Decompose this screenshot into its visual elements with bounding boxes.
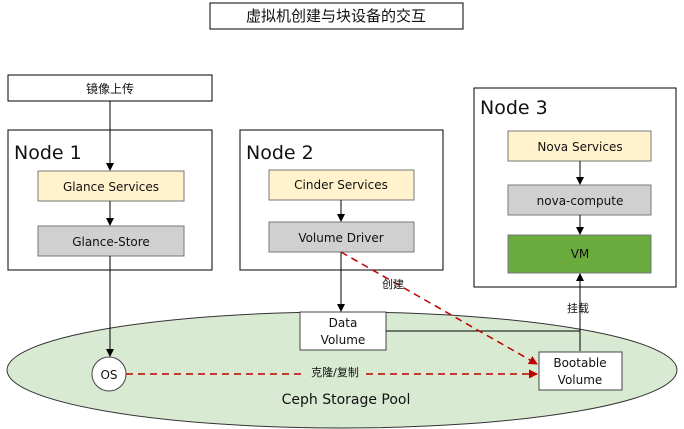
bootable-volume-box bbox=[538, 351, 623, 391]
glance-store-box bbox=[37, 225, 185, 257]
cinder-services-label: Cinder Services bbox=[294, 178, 388, 192]
cinder-services-box bbox=[268, 169, 415, 201]
data-volume-label-line1: Data bbox=[329, 316, 358, 330]
glance-services-label: Glance Services bbox=[63, 180, 159, 194]
create-label: 创建 bbox=[382, 277, 404, 291]
node1-title: Node 1 bbox=[14, 142, 82, 164]
os-label: OS bbox=[100, 368, 117, 382]
node3-title: Node 3 bbox=[480, 97, 548, 119]
volume-driver-box bbox=[268, 221, 415, 253]
arrow-create-dashed bbox=[340, 251, 538, 365]
image-upload-box bbox=[7, 74, 213, 102]
bootable-volume-label-line1: Bootable bbox=[553, 356, 606, 370]
nova-services-box bbox=[507, 130, 652, 162]
vm-label: VM bbox=[571, 247, 590, 261]
bootable-volume-label-line2: Volume bbox=[558, 373, 603, 387]
title-box bbox=[209, 2, 464, 30]
data-volume-box bbox=[299, 311, 387, 351]
nova-services-label: Nova Services bbox=[537, 140, 622, 154]
glance-store-label: Glance-Store bbox=[72, 235, 150, 249]
mount-label: 挂载 bbox=[567, 301, 589, 315]
volume-driver-label: Volume Driver bbox=[298, 231, 383, 245]
vm-box bbox=[507, 234, 652, 274]
node2-title: Node 2 bbox=[246, 142, 314, 164]
clone-copy-label-bg bbox=[304, 363, 366, 379]
ceph-pool-label: Ceph Storage Pool bbox=[282, 392, 411, 408]
diagram-title: 虚拟机创建与块设备的交互 bbox=[246, 7, 426, 25]
image-upload-label: 镜像上传 bbox=[86, 81, 134, 96]
glance-services-box bbox=[37, 170, 185, 202]
data-volume-label-line2: Volume bbox=[321, 333, 366, 347]
nova-compute-label: nova-compute bbox=[537, 194, 624, 208]
clone-copy-label: 克隆/复制 bbox=[311, 365, 359, 379]
